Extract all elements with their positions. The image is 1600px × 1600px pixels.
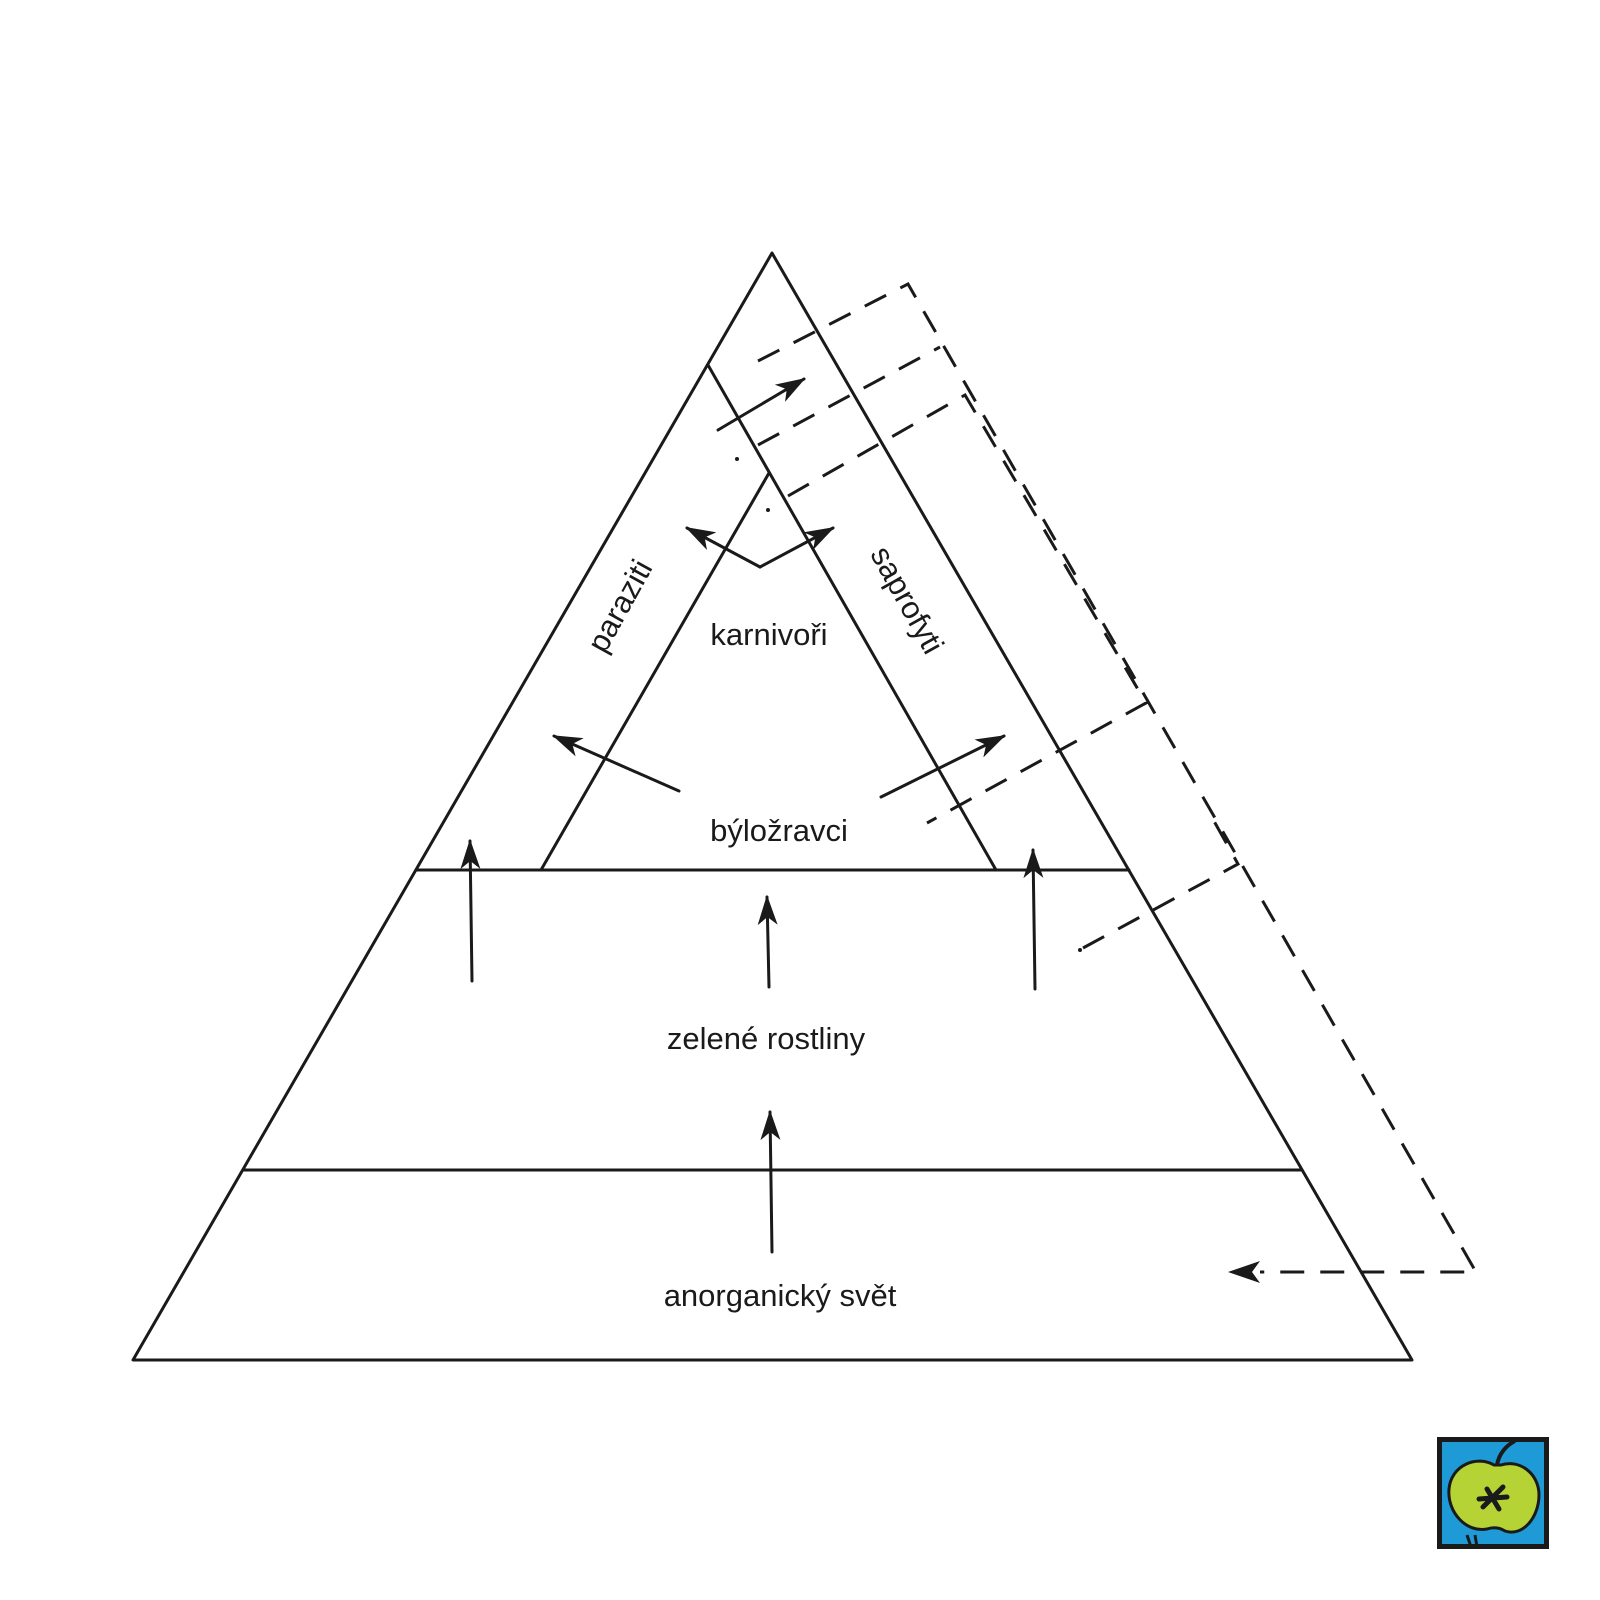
label-parasites: paraziti — [580, 554, 659, 658]
apple-logo-icon — [1437, 1437, 1549, 1549]
dashed-return-2 — [757, 345, 941, 447]
arrow-herbivores-to-saprophytes — [879, 734, 1006, 799]
dashed-return-outer — [757, 282, 1479, 1274]
arrow-plants-to-herbivores — [757, 895, 778, 989]
label-green-plants: zelené rostliny — [667, 1021, 866, 1056]
arrow-plants-to-parasites — [460, 839, 481, 983]
label-herbivores: býložravci — [710, 813, 848, 848]
label-saprophytes: saprofyti — [863, 540, 950, 659]
arrow-herbivores-to-parasites — [552, 734, 681, 793]
parasite-band-line — [706, 363, 998, 872]
label-carnivores: karnivoři — [710, 617, 827, 652]
dashed-return-arrowhead — [1228, 1261, 1260, 1283]
arrow-carnivores-to-saprophytes — [758, 526, 835, 569]
arrow-plants-to-saprophytes — [1023, 848, 1044, 991]
arrow-parasites-to-saprophytes — [716, 377, 806, 432]
arrow-inorganic-to-plants — [760, 1110, 781, 1254]
dashed-return-3 — [787, 392, 1149, 825]
label-inorganic-world: anorganický svět — [664, 1278, 897, 1313]
outer-pyramid — [131, 251, 1414, 1362]
consumer-triangle — [539, 471, 771, 872]
arrow-carnivores-to-parasites — [685, 526, 762, 569]
dashed-return-4 — [1082, 813, 1241, 950]
